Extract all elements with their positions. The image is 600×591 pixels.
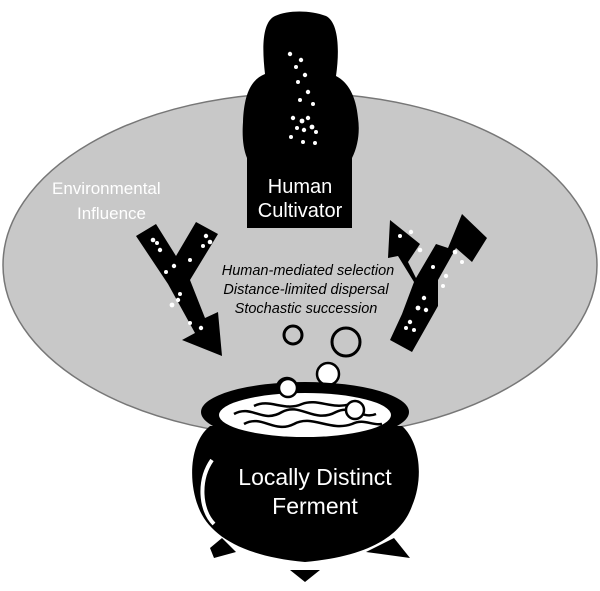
- human-cultivator-silhouette: [242, 11, 359, 228]
- human-cultivator-label-line1: Human: [268, 176, 332, 198]
- process-label-selection: Human-mediated selection: [222, 263, 394, 279]
- ferment-label-line1: Locally Distinct: [238, 464, 392, 490]
- human-cultivator-label-line2: Cultivator: [258, 200, 343, 222]
- environmental-influence-label-line2: Influence: [77, 204, 146, 223]
- cauldron: [192, 377, 419, 582]
- outflow-arrow: [388, 214, 487, 352]
- ferment-label-line2: Ferment: [272, 493, 358, 519]
- environmental-influence-label-line1: Environmental: [52, 179, 161, 198]
- environmental-inflow-arrow: [136, 222, 222, 356]
- process-label-dispersal: Distance-limited dispersal: [223, 282, 389, 298]
- process-label-succession: Stochastic succession: [235, 301, 378, 317]
